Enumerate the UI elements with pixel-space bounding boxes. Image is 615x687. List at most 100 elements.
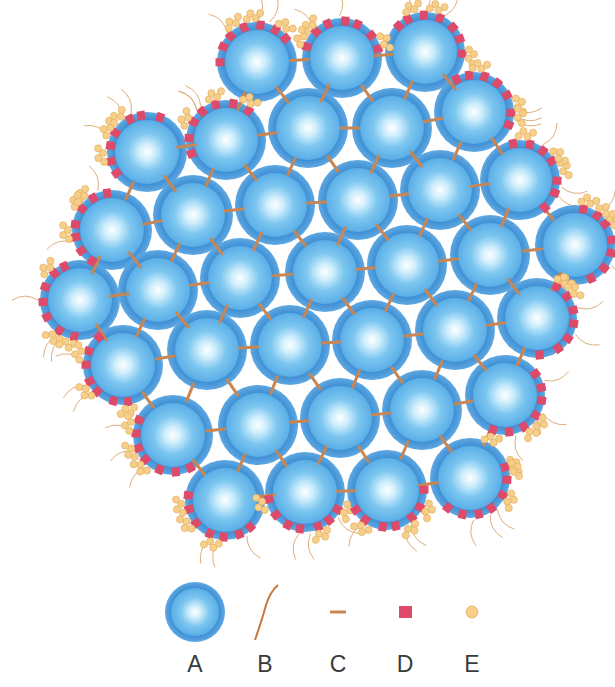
junction-bar	[353, 371, 360, 388]
cell-body	[488, 148, 552, 212]
junction-bar	[322, 342, 340, 343]
granule-dot	[76, 384, 83, 391]
junction-bar	[258, 133, 276, 136]
cell-body	[194, 108, 258, 172]
granule-dot	[257, 10, 264, 17]
junction-bar	[328, 157, 338, 172]
cell-body	[243, 173, 307, 237]
receptor-square	[525, 139, 535, 150]
receptor-square	[391, 521, 401, 532]
cell-body	[126, 258, 190, 322]
cell-membrane	[497, 278, 577, 358]
cell-body	[473, 363, 537, 427]
granule-dot	[510, 496, 517, 503]
granule-dot	[539, 414, 546, 421]
cell-body	[91, 333, 155, 397]
junction-bar	[290, 421, 308, 423]
cell-membrane	[235, 165, 315, 245]
cell-body	[115, 120, 179, 184]
receptor-square	[133, 415, 144, 426]
granule-dot	[298, 26, 305, 33]
junction-bar	[441, 437, 451, 452]
fiber-strand	[498, 510, 515, 530]
receptor-square	[352, 19, 363, 31]
granule-dot	[178, 116, 185, 123]
receptor-square	[568, 305, 578, 315]
granule-dot	[82, 385, 89, 392]
junction-bar	[225, 209, 243, 211]
receptor-square	[218, 41, 229, 52]
granule-dot	[60, 222, 67, 229]
cell-membrane	[434, 72, 514, 152]
granule-dot	[74, 198, 81, 205]
granule-dot	[81, 192, 88, 199]
granule-dot	[309, 22, 316, 29]
receptor-square	[419, 486, 428, 494]
legend-dot-sample	[466, 606, 478, 618]
fiber-strand	[12, 296, 38, 300]
cell-body	[390, 378, 454, 442]
cell-membrane	[217, 22, 297, 102]
granule-dot	[386, 44, 393, 51]
granule-dot	[565, 283, 572, 290]
receptor-square	[451, 74, 462, 86]
granule-dot	[611, 222, 615, 229]
receptor-square	[393, 20, 405, 32]
granule-dot	[526, 428, 533, 435]
receptor-square	[537, 396, 547, 405]
granule-dot	[74, 192, 81, 199]
cell-body	[161, 183, 225, 247]
cell-body	[423, 298, 487, 362]
junction-bar	[371, 156, 379, 172]
fiber-strand	[561, 187, 587, 193]
junction-bar	[310, 374, 320, 389]
granule-dot	[602, 203, 609, 210]
legend-letter: D	[375, 650, 435, 678]
cell-membrane	[430, 438, 510, 518]
receptor-square	[75, 245, 87, 257]
junction-bar	[321, 85, 329, 101]
cell-membrane	[302, 18, 382, 98]
cell-membrane	[250, 305, 330, 385]
granule-dot	[570, 290, 577, 297]
junction-bar	[460, 215, 471, 229]
receptor-square	[184, 134, 193, 142]
cell-body	[505, 286, 569, 350]
receptor-square	[586, 273, 597, 285]
fiber-strand	[338, 0, 343, 16]
receptor-square	[539, 202, 551, 214]
receptor-square	[491, 77, 503, 89]
cell-membrane	[415, 290, 495, 370]
receptor-square	[40, 282, 51, 293]
cell-body	[340, 308, 404, 372]
junction-bar	[156, 356, 174, 359]
granule-dot	[577, 292, 584, 299]
junction-bar	[277, 88, 288, 102]
receptor-square	[365, 29, 377, 41]
granule-dot	[483, 61, 490, 68]
junction-bar	[471, 184, 489, 186]
granule-dot	[402, 532, 409, 539]
junction-bar	[144, 221, 162, 224]
receptor-square	[234, 528, 245, 539]
granule-dot	[518, 120, 525, 127]
receptor-square	[103, 188, 112, 198]
receptor-square	[59, 261, 70, 273]
granule-dot	[561, 157, 568, 164]
cell-body	[193, 468, 257, 532]
cell-membrane	[382, 370, 462, 450]
cell-membrane	[186, 100, 266, 180]
cell-body	[310, 26, 374, 90]
fiber-strand	[130, 467, 147, 487]
granule-dot	[557, 148, 564, 155]
receptor-square	[185, 462, 196, 474]
cell-membrane	[285, 232, 365, 312]
junction-bar	[341, 127, 359, 130]
granule-dot	[412, 520, 419, 527]
receptor-square	[137, 110, 146, 120]
granule-dot	[232, 20, 239, 27]
junction-bar	[453, 143, 460, 160]
receptor-square	[502, 476, 511, 484]
junction-bar	[362, 86, 372, 101]
granule-dot	[117, 113, 124, 120]
